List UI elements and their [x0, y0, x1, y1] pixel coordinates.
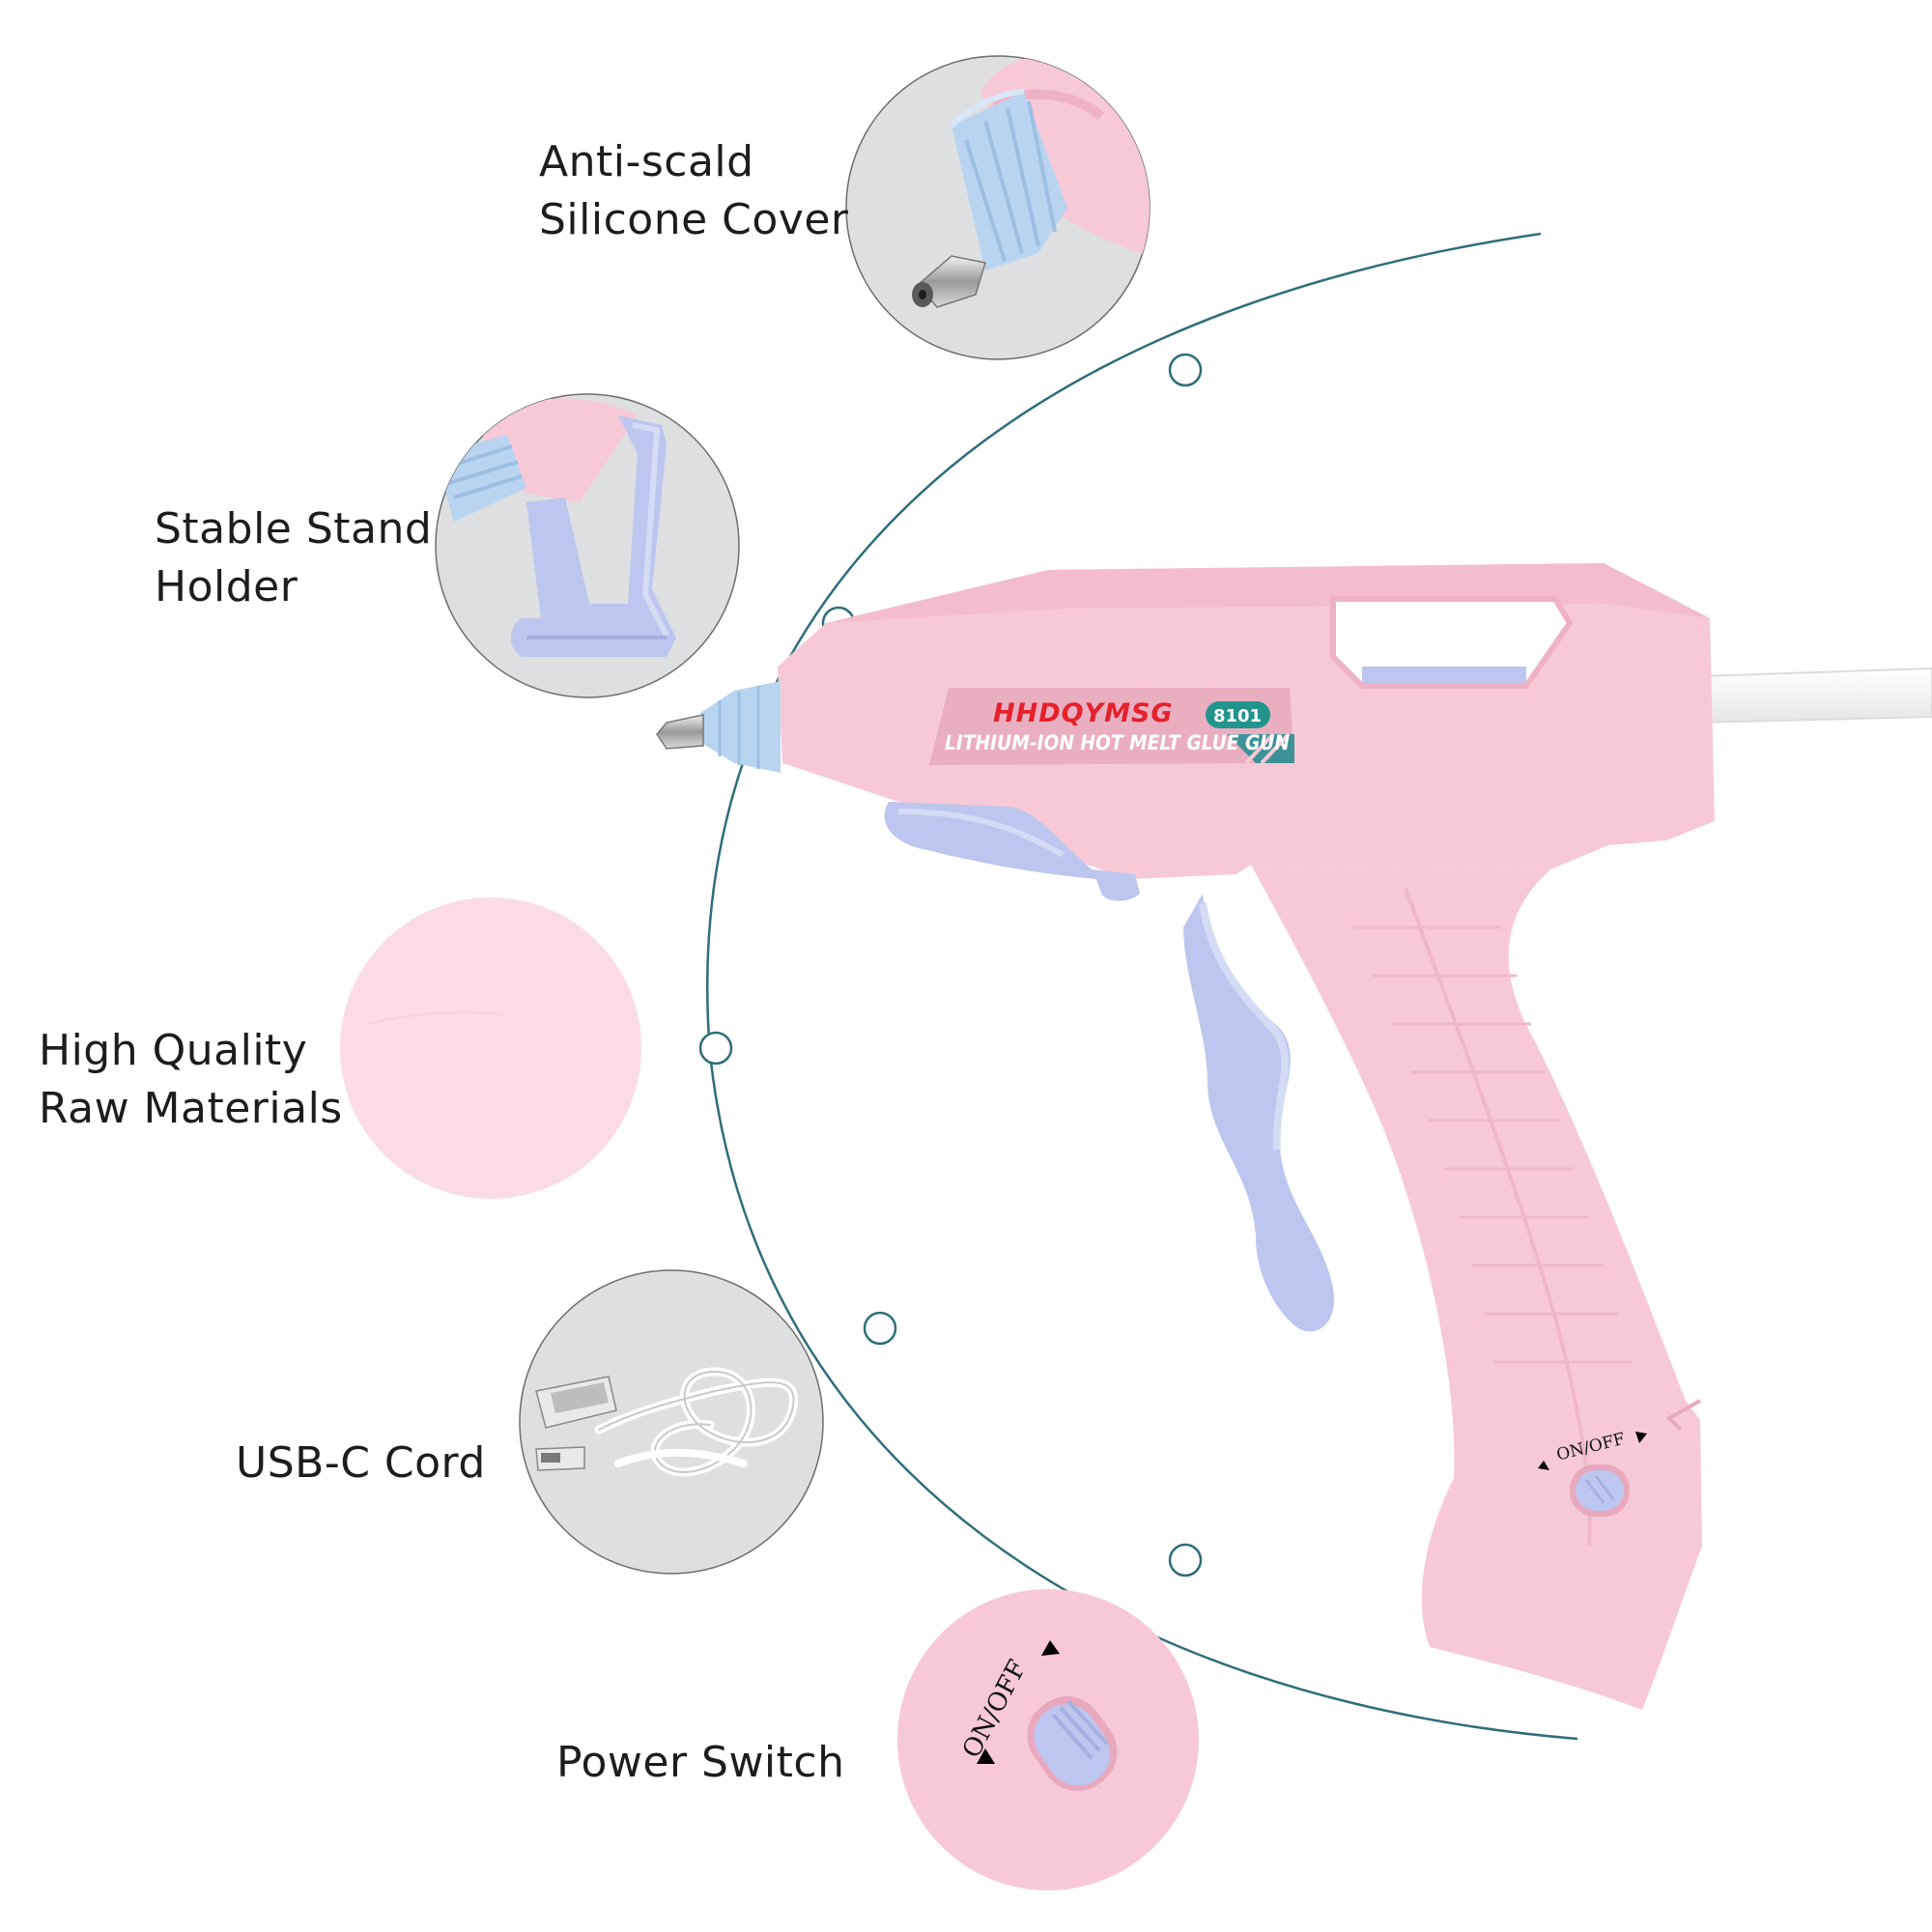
- arc-node-marker: [698, 1031, 733, 1065]
- feature-label-line: Power Switch: [556, 1738, 845, 1787]
- feature-label-stand-holder: Stable Stand Holder: [155, 500, 432, 616]
- feature-label-line: Anti-scald: [539, 137, 754, 186]
- nozzle-silicone-cover-icon: [845, 55, 1151, 360]
- feature-label-line: Raw Materials: [39, 1084, 343, 1133]
- feature-label-line: Holder: [155, 562, 298, 611]
- feature-label-line: High Quality: [39, 1026, 308, 1075]
- stand-latch: [884, 802, 1140, 901]
- arc-node-marker: [863, 1311, 897, 1346]
- feature-label-line: USB-C Cord: [236, 1438, 486, 1488]
- usb-cable-icon: [519, 1269, 824, 1575]
- glue-stick: [1699, 667, 1932, 724]
- product-description: LITHIUM-ION HOT MELT GLUE GUN: [945, 731, 1290, 754]
- power-switch-icon: [897, 1589, 1199, 1890]
- feature-label-line: Silicone Cover: [539, 195, 849, 244]
- stand-holder-icon: [435, 393, 740, 698]
- arc-node-marker: [1168, 353, 1203, 387]
- gun-trigger: [1183, 894, 1334, 1332]
- model-label: 8101: [1213, 706, 1262, 726]
- arc-node-marker: [1168, 1543, 1203, 1577]
- label-plate: [929, 688, 1294, 765]
- feature-label-raw-materials: High Quality Raw Materials: [39, 1022, 343, 1138]
- feature-label-power-switch: Power Switch: [556, 1734, 845, 1792]
- gun-nozzle: [656, 714, 704, 750]
- brand-label: HHDQYMSG: [993, 698, 1174, 728]
- feature-label-usb-c-cord: USB-C Cord: [236, 1435, 486, 1492]
- glue-gun: [656, 563, 1932, 1710]
- model-badge: [1206, 701, 1270, 728]
- pink-material-swatch: [340, 897, 641, 1199]
- feature-label-line: Stable Stand: [155, 504, 433, 554]
- feature-label-anti-scald: Anti-scald Silicone Cover: [539, 133, 849, 249]
